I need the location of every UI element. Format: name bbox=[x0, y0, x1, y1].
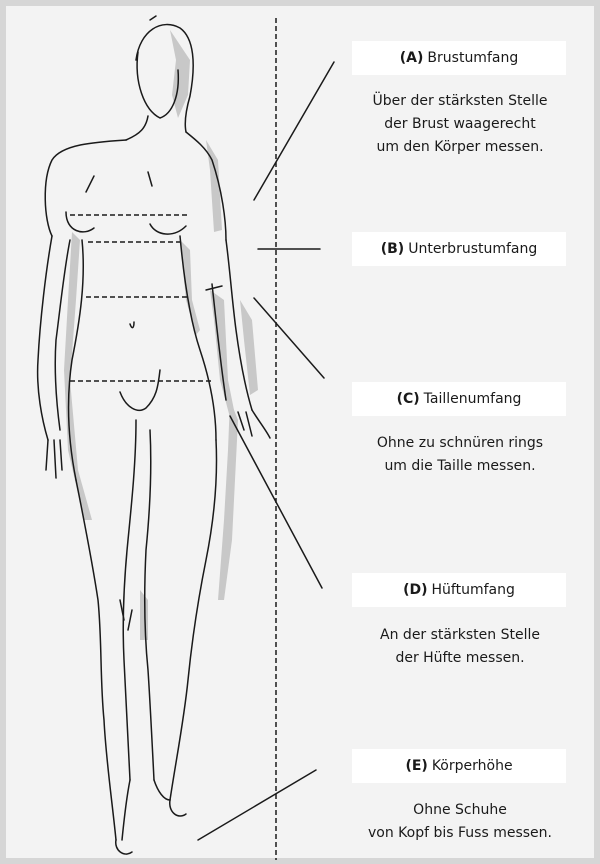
description-line: Ohne Schuhe bbox=[330, 799, 590, 822]
description-line: der Hüfte messen. bbox=[330, 647, 590, 670]
label-b-unterbrustumfang: (B) Unterbrustumfang bbox=[352, 232, 566, 266]
description-line: Ohne zu schnüren rings bbox=[330, 432, 590, 455]
label-letter: (E) bbox=[405, 758, 427, 774]
label-d-hueftumfang: (D) Hüftumfang bbox=[352, 573, 566, 607]
label-name: Körperhöhe bbox=[432, 758, 513, 774]
description-a: Über der stärksten Stelle der Brust waag… bbox=[330, 90, 590, 159]
pointer-line-e bbox=[198, 770, 316, 840]
label-letter: (C) bbox=[397, 391, 420, 407]
description-line: um den Körper messen. bbox=[330, 136, 590, 159]
label-name: Unterbrustumfang bbox=[408, 241, 537, 257]
body-shading bbox=[64, 30, 258, 640]
label-letter: (A) bbox=[400, 50, 424, 66]
description-e: Ohne Schuhe von Kopf bis Fuss messen. bbox=[330, 799, 590, 845]
label-name: Taillenumfang bbox=[424, 391, 522, 407]
label-c-taillenumfang: (C) Taillenumfang bbox=[352, 382, 566, 416]
description-line: von Kopf bis Fuss messen. bbox=[330, 822, 590, 845]
measurement-lines bbox=[70, 18, 276, 860]
description-c: Ohne zu schnüren rings um die Taille mes… bbox=[330, 432, 590, 478]
label-a-brustumfang: (A) Brustumfang bbox=[352, 41, 566, 75]
description-line: um die Taille messen. bbox=[330, 455, 590, 478]
label-name: Brustumfang bbox=[427, 50, 518, 66]
label-name: Hüftumfang bbox=[432, 582, 515, 598]
description-line: der Brust waagerecht bbox=[330, 113, 590, 136]
label-e-koerperhoehe: (E) Körperhöhe bbox=[352, 749, 566, 783]
description-d: An der stärksten Stelle der Hüfte messen… bbox=[330, 624, 590, 670]
description-line: An der stärksten Stelle bbox=[330, 624, 590, 647]
label-letter: (B) bbox=[381, 241, 404, 257]
pointer-line-a bbox=[254, 62, 334, 200]
label-letter: (D) bbox=[403, 582, 427, 598]
pointer-line-c bbox=[254, 298, 324, 378]
description-line: Über der stärksten Stelle bbox=[330, 90, 590, 113]
